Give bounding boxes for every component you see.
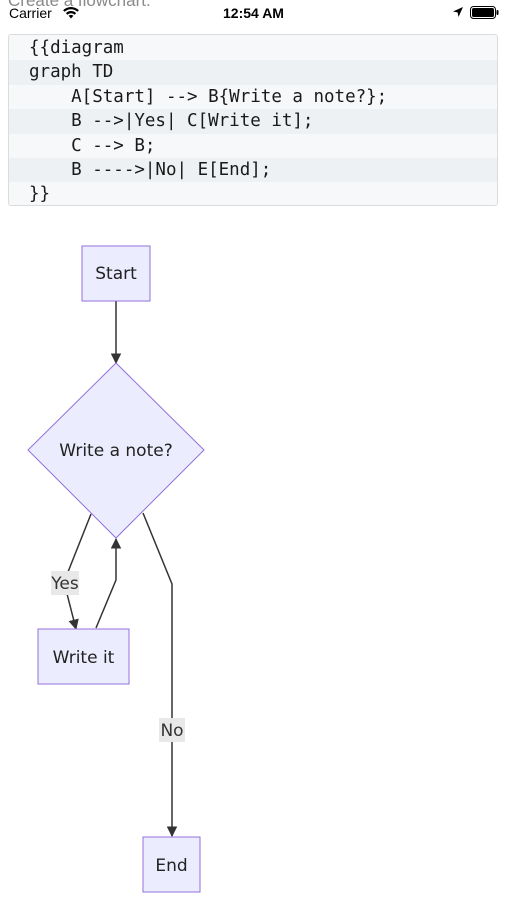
behind-title: Create a flowchart.: [8, 0, 151, 10]
carrier-label: Carrier: [9, 5, 52, 21]
node-write-it: Write it: [37, 628, 130, 685]
edge-label-no: No: [159, 718, 185, 742]
node-decision: Write a note?: [27, 362, 205, 539]
node-start: Start: [81, 245, 151, 302]
node-end-label: End: [155, 856, 187, 876]
node-write-it-label: Write it: [53, 648, 115, 668]
node-start-label: Start: [95, 264, 137, 284]
edge-label-yes: Yes: [50, 571, 79, 595]
code-line: }}: [29, 184, 51, 205]
edge-decision-to-end: [142, 512, 178, 838]
wifi-icon: [63, 7, 79, 19]
status-bar: Carrier 12:54 AM: [0, 0, 507, 28]
edge-write-it-to-decision: [95, 537, 122, 629]
location-arrow-icon: [453, 7, 463, 17]
edge-label-no-text: No: [160, 721, 183, 741]
code-line: graph TD: [9, 60, 497, 85]
node-decision-label: Write a note?: [59, 441, 172, 461]
battery-icon: [470, 6, 499, 19]
code-line: B -->|Yes| C[Write it];: [9, 109, 497, 134]
status-time: 12:54 AM: [223, 5, 284, 21]
code-line: C --> B;: [29, 135, 156, 156]
code-line: A[Start] --> B{Write a note?};: [29, 86, 388, 107]
code-line: {{diagram: [29, 38, 124, 58]
flowchart-diagram: Yes No Start Write a note? Write it End: [27, 245, 205, 893]
node-end: End: [142, 836, 201, 893]
code-line: B ---->|No| E[End];: [9, 157, 497, 183]
edge-label-yes-text: Yes: [50, 574, 79, 594]
